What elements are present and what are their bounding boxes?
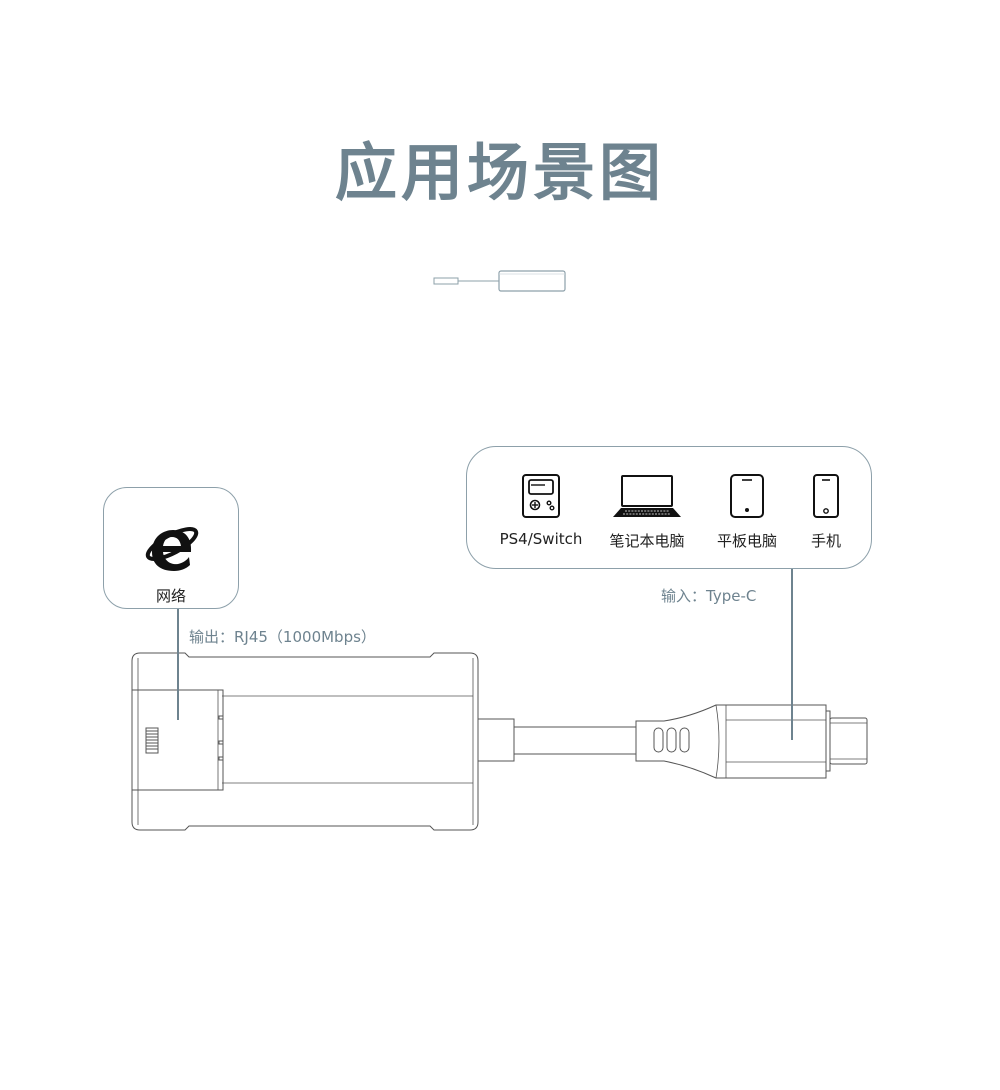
tablet-icon (730, 474, 764, 518)
adapter-thumbnail (433, 270, 566, 292)
devices-box: PS4/Switch 笔记本电脑 平板电脑 手机 (466, 446, 872, 569)
input-annotation: 输入：Type-C (661, 587, 757, 605)
game-console-icon (522, 474, 560, 518)
device-label: 笔记本电脑 (609, 532, 685, 550)
device-console: PS4/Switch (500, 473, 582, 553)
output-leader-line (177, 609, 179, 720)
network-box: 网络 (103, 487, 239, 609)
device-label: PS4/Switch (499, 530, 583, 548)
page-title: 应用场景图 (334, 136, 665, 209)
input-leader-line (791, 569, 793, 740)
output-annotation: 输出：RJ45（1000Mbps） (189, 628, 376, 646)
device-phone: 手机 (811, 473, 841, 553)
rj45-contacts (145, 727, 159, 754)
device-laptop: 笔记本电脑 (609, 473, 685, 553)
device-tablet: 平板电脑 (717, 473, 777, 553)
laptop-icon (613, 475, 681, 517)
internet-explorer-icon (145, 527, 199, 571)
device-label: 平板电脑 (716, 532, 777, 550)
device-label: 手机 (810, 532, 841, 550)
network-label: 网络 (155, 587, 186, 605)
phone-icon (813, 474, 839, 518)
